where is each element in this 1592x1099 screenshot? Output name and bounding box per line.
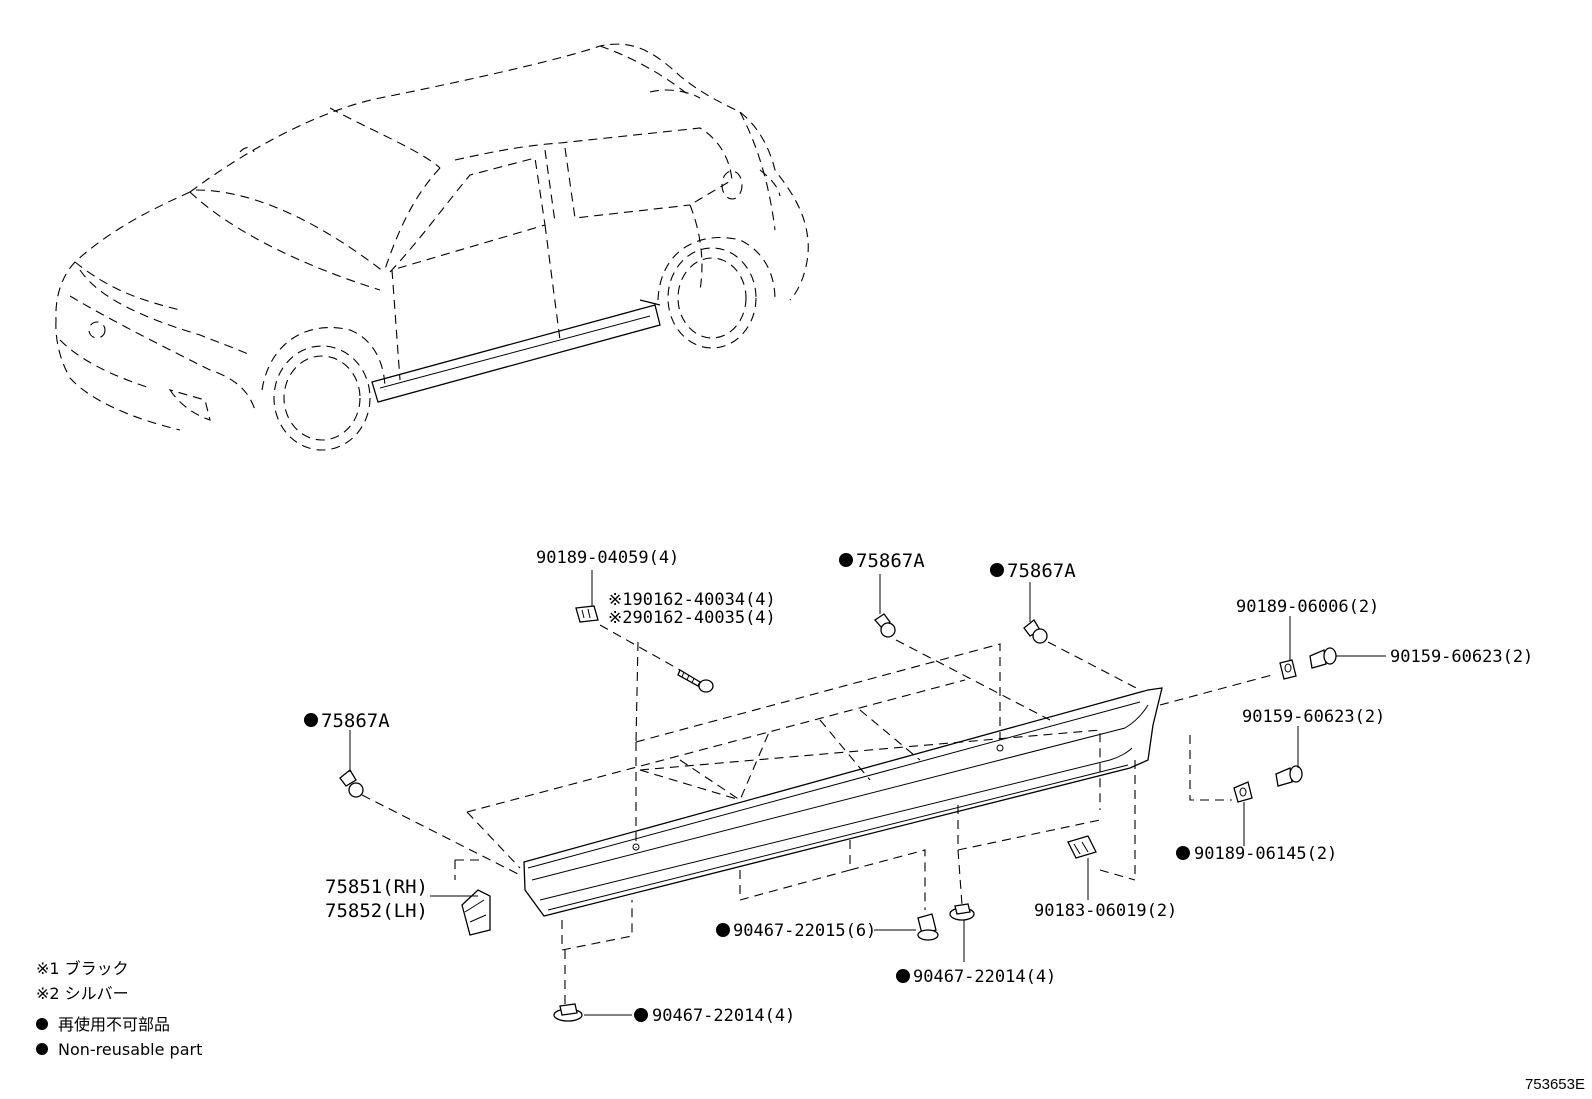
label-75867a-center-1: 75867A — [856, 550, 925, 572]
callout-labels: 90189-04059(4) ※190162-40034(4) ※290162-… — [304, 548, 1533, 1026]
non-reusable-mark-bottom-left — [634, 1008, 648, 1022]
rocker-panel — [461, 687, 1163, 936]
nut-right-top-part — [1279, 659, 1297, 680]
legend: ※1 ブラック ※2 シルバー 再使用不可部品 Non-reusable par… — [36, 959, 202, 1059]
tapping-screw-part — [677, 669, 714, 693]
label-90189-04059: 90189-04059(4) — [536, 548, 679, 568]
label-75867a-center-2: 75867A — [1007, 560, 1076, 582]
clip-75867a-right-part — [1023, 619, 1048, 644]
label-screw-black: ※190162-40034(4) — [608, 590, 776, 610]
non-reusable-mark-bottom-center — [716, 923, 730, 937]
legend-bullet-en — [36, 1043, 48, 1055]
leader-lines — [349, 570, 1386, 1016]
non-reusable-mark-center-2 — [990, 563, 1004, 577]
fastener-parts — [339, 605, 1346, 1022]
clip-75867a-left-part — [339, 769, 364, 798]
label-90189-06006: 90189-06006(2) — [1236, 597, 1379, 617]
clip-bottom-center-part — [917, 913, 939, 941]
bracket-clip-part — [575, 605, 599, 623]
label-90183-06019: 90183-06019(2) — [1034, 901, 1177, 921]
non-reusable-mark-right-mid — [1176, 846, 1190, 860]
clip-75867a-center-part — [874, 613, 896, 638]
label-75852-lh: 75852(LH) — [325, 900, 428, 922]
legend-non-reusable-en: Non-reusable part — [58, 1040, 202, 1059]
label-75851-rh: 75851(RH) — [325, 876, 428, 898]
legend-note-2: ※2 シルバー — [36, 984, 129, 1003]
legend-bullet-jp — [36, 1018, 48, 1030]
reference-number: 753653E — [1525, 1076, 1585, 1093]
screw-right-top-part — [1309, 647, 1346, 669]
label-75867a-left: 75867A — [321, 710, 390, 732]
non-reusable-mark-left — [304, 713, 318, 727]
car-illustration — [55, 43, 809, 451]
label-90159-60623-top: 90159-60623(2) — [1390, 647, 1533, 667]
label-90467-22014-right: 90467-22014(4) — [913, 967, 1056, 987]
assembly-guides — [361, 624, 1273, 1005]
label-screw-silver: ※290162-40035(4) — [608, 608, 776, 628]
label-90467-22015: 90467-22015(6) — [733, 921, 876, 941]
label-90467-22014-left: 90467-22014(4) — [652, 1006, 795, 1026]
legend-note-1: ※1 ブラック — [36, 959, 129, 978]
non-reusable-mark-bottom-right — [896, 969, 910, 983]
nut-right-mid-part — [1233, 781, 1253, 803]
screw-right-mid-part — [1275, 765, 1303, 787]
clip-bottom-right-part — [949, 903, 975, 921]
clip-right-lower-part — [1067, 835, 1097, 859]
label-90189-06145: 90189-06145(2) — [1194, 844, 1337, 864]
label-90159-60623-mid: 90159-60623(2) — [1242, 707, 1385, 727]
legend-non-reusable-jp: 再使用不可部品 — [58, 1015, 170, 1034]
non-reusable-mark-center-1 — [839, 553, 853, 567]
clip-bottom-left-part — [553, 1003, 583, 1022]
